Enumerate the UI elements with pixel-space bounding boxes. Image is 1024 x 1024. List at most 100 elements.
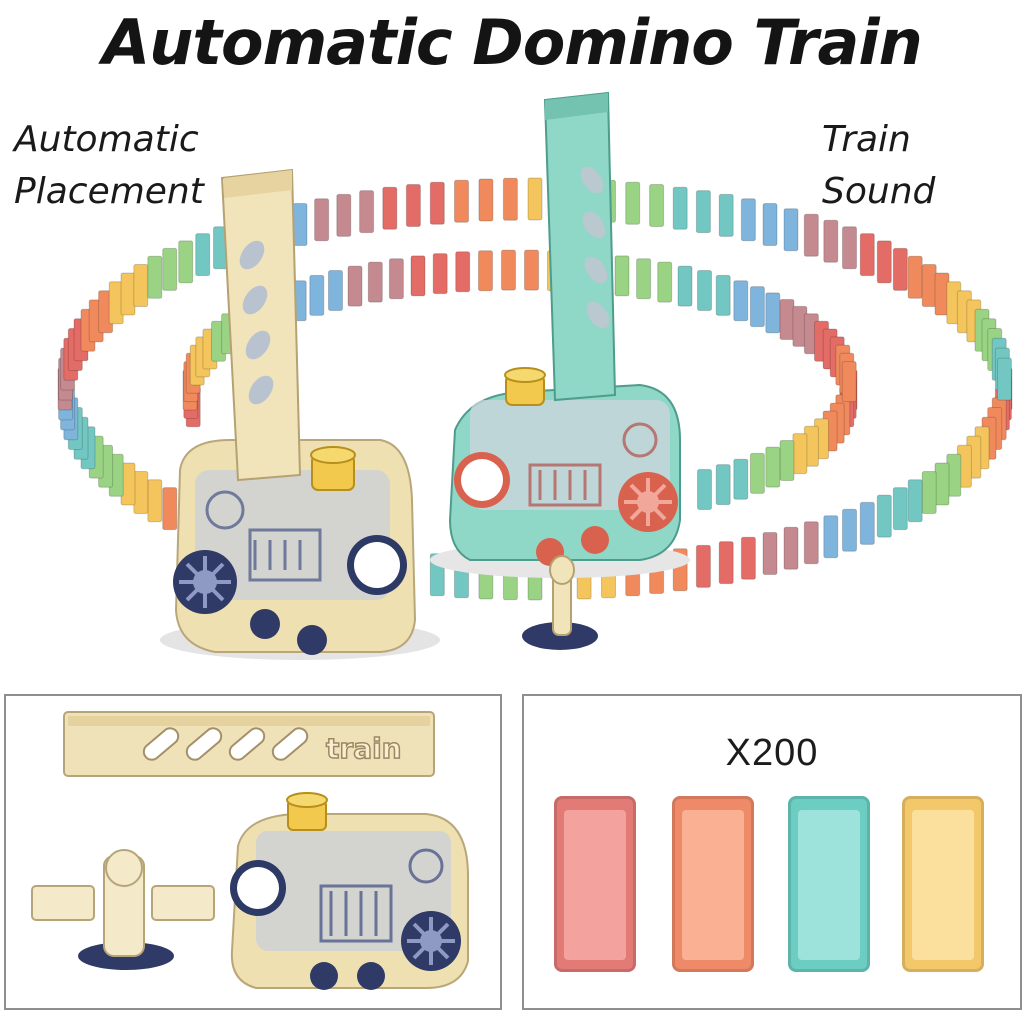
- domino-piece: [133, 471, 149, 514]
- domino-piece: [147, 479, 163, 523]
- domino-piece: [779, 440, 795, 481]
- domino-tile-orange: [672, 796, 754, 972]
- accessories-panel: train: [4, 694, 502, 1010]
- domino-piece: [636, 258, 652, 300]
- domino-piece: [715, 464, 731, 506]
- domino-piece: [677, 265, 693, 307]
- train-accessory: [230, 792, 469, 990]
- domino-piece: [783, 526, 799, 570]
- domino-piece: [892, 487, 908, 531]
- domino-piece: [405, 184, 421, 227]
- domino-piece: [749, 286, 765, 328]
- domino-piece: [859, 501, 875, 545]
- domino-tile-teal: [788, 796, 870, 972]
- feature-train-sound: Train Sound: [822, 114, 935, 218]
- domino-piece: [314, 198, 330, 242]
- guide-label: train: [326, 732, 402, 765]
- feature-line: Train: [822, 119, 911, 160]
- domino-piece: [697, 270, 712, 311]
- domino-piece: [410, 255, 426, 297]
- domino-piece: [162, 247, 178, 291]
- domino-piece: [803, 213, 819, 257]
- feature-line: Automatic: [14, 119, 199, 160]
- domino-piece: [718, 541, 734, 585]
- domino-piece: [892, 247, 908, 291]
- domino-piece: [336, 193, 352, 237]
- domino-piece: [749, 452, 765, 494]
- domino-tile-yellow: [902, 796, 984, 972]
- domino-piece: [292, 203, 308, 246]
- domino-piece: [762, 532, 778, 575]
- domino-piece: [765, 292, 781, 334]
- feature-line: Placement: [14, 171, 204, 212]
- domino-piece: [842, 226, 857, 270]
- domino-piece: [842, 508, 857, 552]
- domino-piece: [657, 261, 673, 303]
- domino-piece: [133, 264, 149, 307]
- domino-piece: [841, 361, 857, 403]
- domino-piece: [921, 264, 937, 307]
- domino-tile-red: [554, 796, 636, 972]
- domino-piece: [527, 177, 543, 221]
- feature-line: Sound: [822, 171, 936, 212]
- domino-piece: [697, 469, 712, 510]
- domino-piece: [740, 198, 756, 242]
- domino-piece: [328, 270, 343, 311]
- domino-piece: [762, 203, 778, 246]
- domino-piece: [614, 255, 630, 297]
- domino-piece: [876, 494, 892, 538]
- domino-piece: [934, 462, 950, 506]
- domino-piece: [432, 253, 448, 295]
- domino-piece: [455, 251, 471, 293]
- domino-piece: [715, 274, 731, 316]
- domino-piece: [779, 299, 795, 340]
- domino-piece: [501, 249, 516, 291]
- domino-piece: [695, 544, 711, 588]
- domino-piece: [195, 233, 211, 277]
- domino-piece: [347, 265, 363, 307]
- domino-piece: [765, 446, 781, 488]
- domino-piece: [388, 258, 404, 300]
- domino-piece: [382, 186, 398, 230]
- domino-piece: [823, 219, 839, 263]
- domino-piece: [524, 249, 539, 291]
- domino-piece: [502, 177, 518, 221]
- domino-piece: [792, 433, 808, 475]
- domino-piece: [733, 280, 749, 322]
- teal-train: [430, 91, 690, 578]
- domino-piece: [178, 240, 194, 284]
- domino-piece: [649, 184, 665, 227]
- domino-piece: [740, 536, 756, 580]
- domino-piece: [876, 240, 892, 284]
- domino-piece: [672, 186, 688, 230]
- lifter-accessory: [31, 849, 215, 970]
- domino-piece: [120, 272, 136, 316]
- feature-automatic-placement: Automatic Placement: [14, 114, 204, 218]
- domino-piece: [147, 255, 163, 299]
- domino-piece: [162, 487, 178, 531]
- guide-rail: train: [63, 711, 435, 777]
- lifter-piece: [522, 555, 598, 650]
- domino-piece: [783, 208, 799, 252]
- domino-piece: [718, 193, 734, 237]
- domino-count: X200: [725, 732, 819, 774]
- domino-piece: [478, 250, 493, 292]
- domino-piece: [478, 178, 494, 222]
- domino-piece: [859, 233, 875, 277]
- domino-piece: [359, 190, 375, 234]
- domino-piece: [309, 274, 325, 316]
- domino-piece: [695, 190, 711, 234]
- dominoes-panel: X200: [522, 694, 1022, 1010]
- domino-piece: [907, 255, 923, 299]
- domino-piece: [733, 458, 749, 500]
- domino-piece: [454, 179, 469, 223]
- domino-piece: [907, 479, 923, 523]
- domino-piece: [996, 357, 1012, 401]
- domino-piece: [803, 521, 819, 565]
- product-scene: [57, 91, 1013, 660]
- domino-piece: [367, 261, 383, 303]
- domino-piece: [823, 515, 839, 559]
- cream-train: [160, 168, 440, 660]
- page-title: Automatic Domino Train: [102, 6, 923, 79]
- domino-piece: [921, 471, 937, 514]
